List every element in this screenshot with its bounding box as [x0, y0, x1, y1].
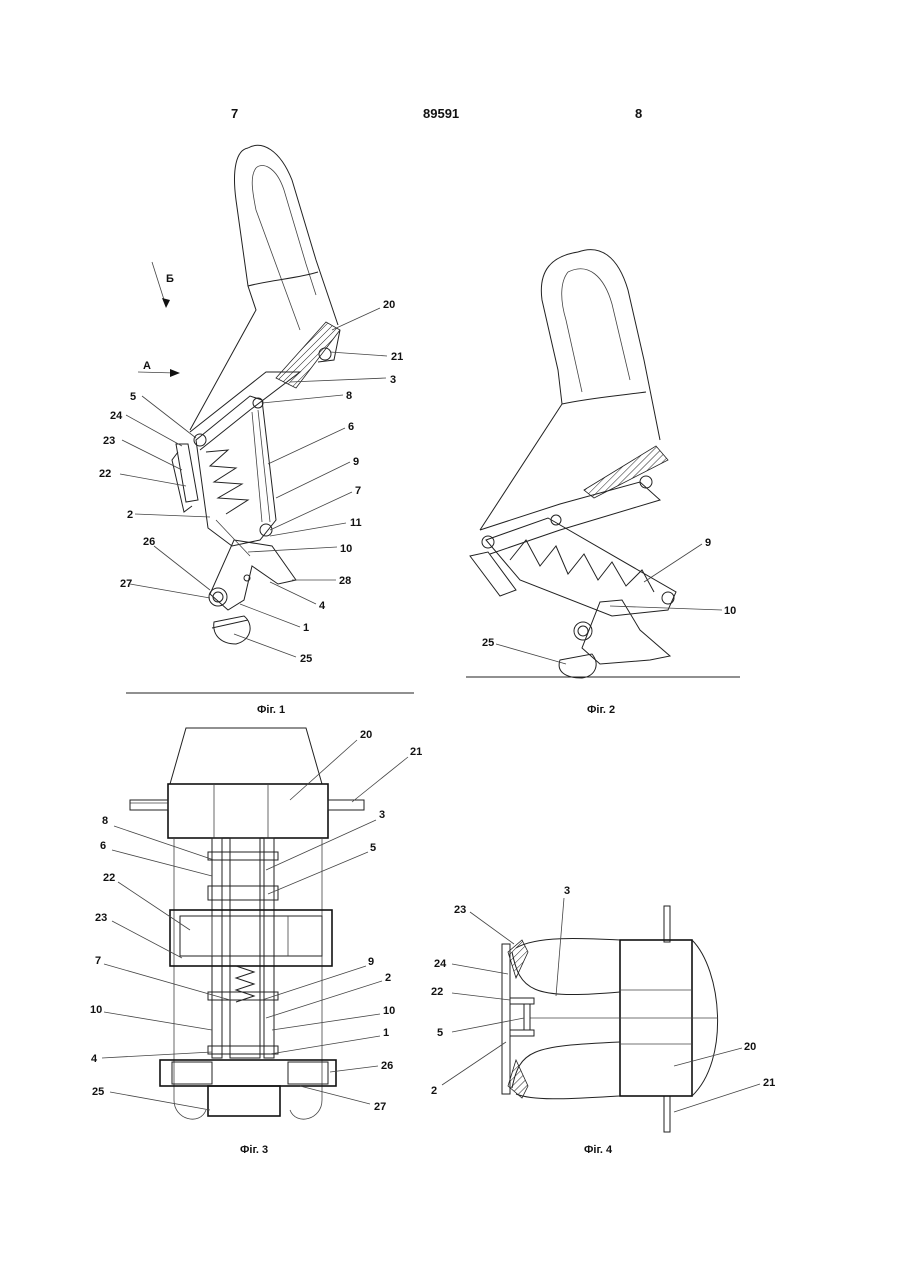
- fig1-label: 3: [390, 374, 396, 386]
- fig3-label: 27: [374, 1101, 386, 1113]
- fig3-assembly: [130, 728, 364, 1119]
- fig1-label: 21: [391, 351, 403, 363]
- fig1-label: 28: [339, 575, 351, 587]
- fig3-label: 22: [103, 872, 115, 884]
- fig4-label: 24: [434, 958, 447, 970]
- fig1-label: 6: [348, 421, 354, 433]
- fig3-label: 3: [379, 809, 385, 821]
- fig1-label: 1: [303, 622, 309, 634]
- fig3-label: 25: [92, 1086, 104, 1098]
- fig3-label: 1: [383, 1027, 389, 1039]
- fig3-label: 23: [95, 912, 107, 924]
- fig1-leg: [172, 145, 340, 644]
- fig1-label: А: [143, 360, 151, 372]
- figure-3-caption: Фіг. 3: [240, 1144, 268, 1156]
- fig1-label: 9: [353, 456, 359, 468]
- fig1-label: 11: [350, 517, 362, 529]
- fig1-label: 5: [130, 391, 136, 403]
- fig1-label: 4: [319, 600, 326, 612]
- fig4-leaders: [442, 898, 760, 1112]
- fig4-label: 3: [564, 885, 570, 897]
- fig1-label: 26: [143, 536, 155, 548]
- fig4-label: 2: [431, 1085, 437, 1097]
- fig4-assembly: [502, 906, 718, 1132]
- fig3-label: 7: [95, 955, 101, 967]
- fig3-label: 21: [410, 746, 422, 758]
- fig1-label: 23: [103, 435, 115, 447]
- fig4-label: 5: [437, 1027, 443, 1039]
- fig3-label: 4: [91, 1053, 98, 1065]
- fig2-label: 10: [724, 605, 736, 617]
- fig1-label: 20: [383, 299, 395, 311]
- fig1-label: 27: [120, 578, 132, 590]
- fig3-label: 20: [360, 729, 372, 741]
- fig3-label: 6: [100, 840, 106, 852]
- fig3-label: 10: [90, 1004, 102, 1016]
- fig1-label: 7: [355, 485, 361, 497]
- fig3-label: 8: [102, 815, 108, 827]
- fig1-leaders: [120, 262, 387, 657]
- fig1-label: 2: [127, 509, 133, 521]
- fig1-label: 24: [110, 410, 123, 422]
- fig1-label: 10: [340, 543, 352, 555]
- figure-4-caption: Фіг. 4: [584, 1144, 612, 1156]
- fig2-label: 25: [482, 637, 494, 649]
- fig3-labels: 20 21 8 3 6 5 22 23 7 9 2 10 10 1 4 26 2…: [90, 729, 422, 1113]
- figure-1-caption: Фіг. 1: [257, 704, 285, 716]
- fig2-leg: [470, 250, 676, 678]
- fig1-label: 8: [346, 390, 352, 402]
- fig1-label: Б: [166, 273, 174, 285]
- fig1-label: 22: [99, 468, 111, 480]
- fig4-label: 21: [763, 1077, 775, 1089]
- fig2-label: 9: [705, 537, 711, 549]
- fig4-labels: 23 3 24 22 5 20 2 21: [431, 885, 775, 1097]
- fig1-label: 25: [300, 653, 312, 665]
- fig3-label: 9: [368, 956, 374, 968]
- fig4-label: 22: [431, 986, 443, 998]
- fig2-leaders: [496, 544, 722, 664]
- fig1-labels: Б А 20 21 3 5 8 24 6 23 9 22 7 2 11 10 2…: [99, 273, 403, 665]
- fig3-label: 26: [381, 1060, 393, 1072]
- fig4-label: 23: [454, 904, 466, 916]
- figure-2-caption: Фіг. 2: [587, 704, 615, 716]
- fig3-label: 5: [370, 842, 376, 854]
- fig3-label: 10: [383, 1005, 395, 1017]
- fig3-label: 2: [385, 972, 391, 984]
- fig4-label: 20: [744, 1041, 756, 1053]
